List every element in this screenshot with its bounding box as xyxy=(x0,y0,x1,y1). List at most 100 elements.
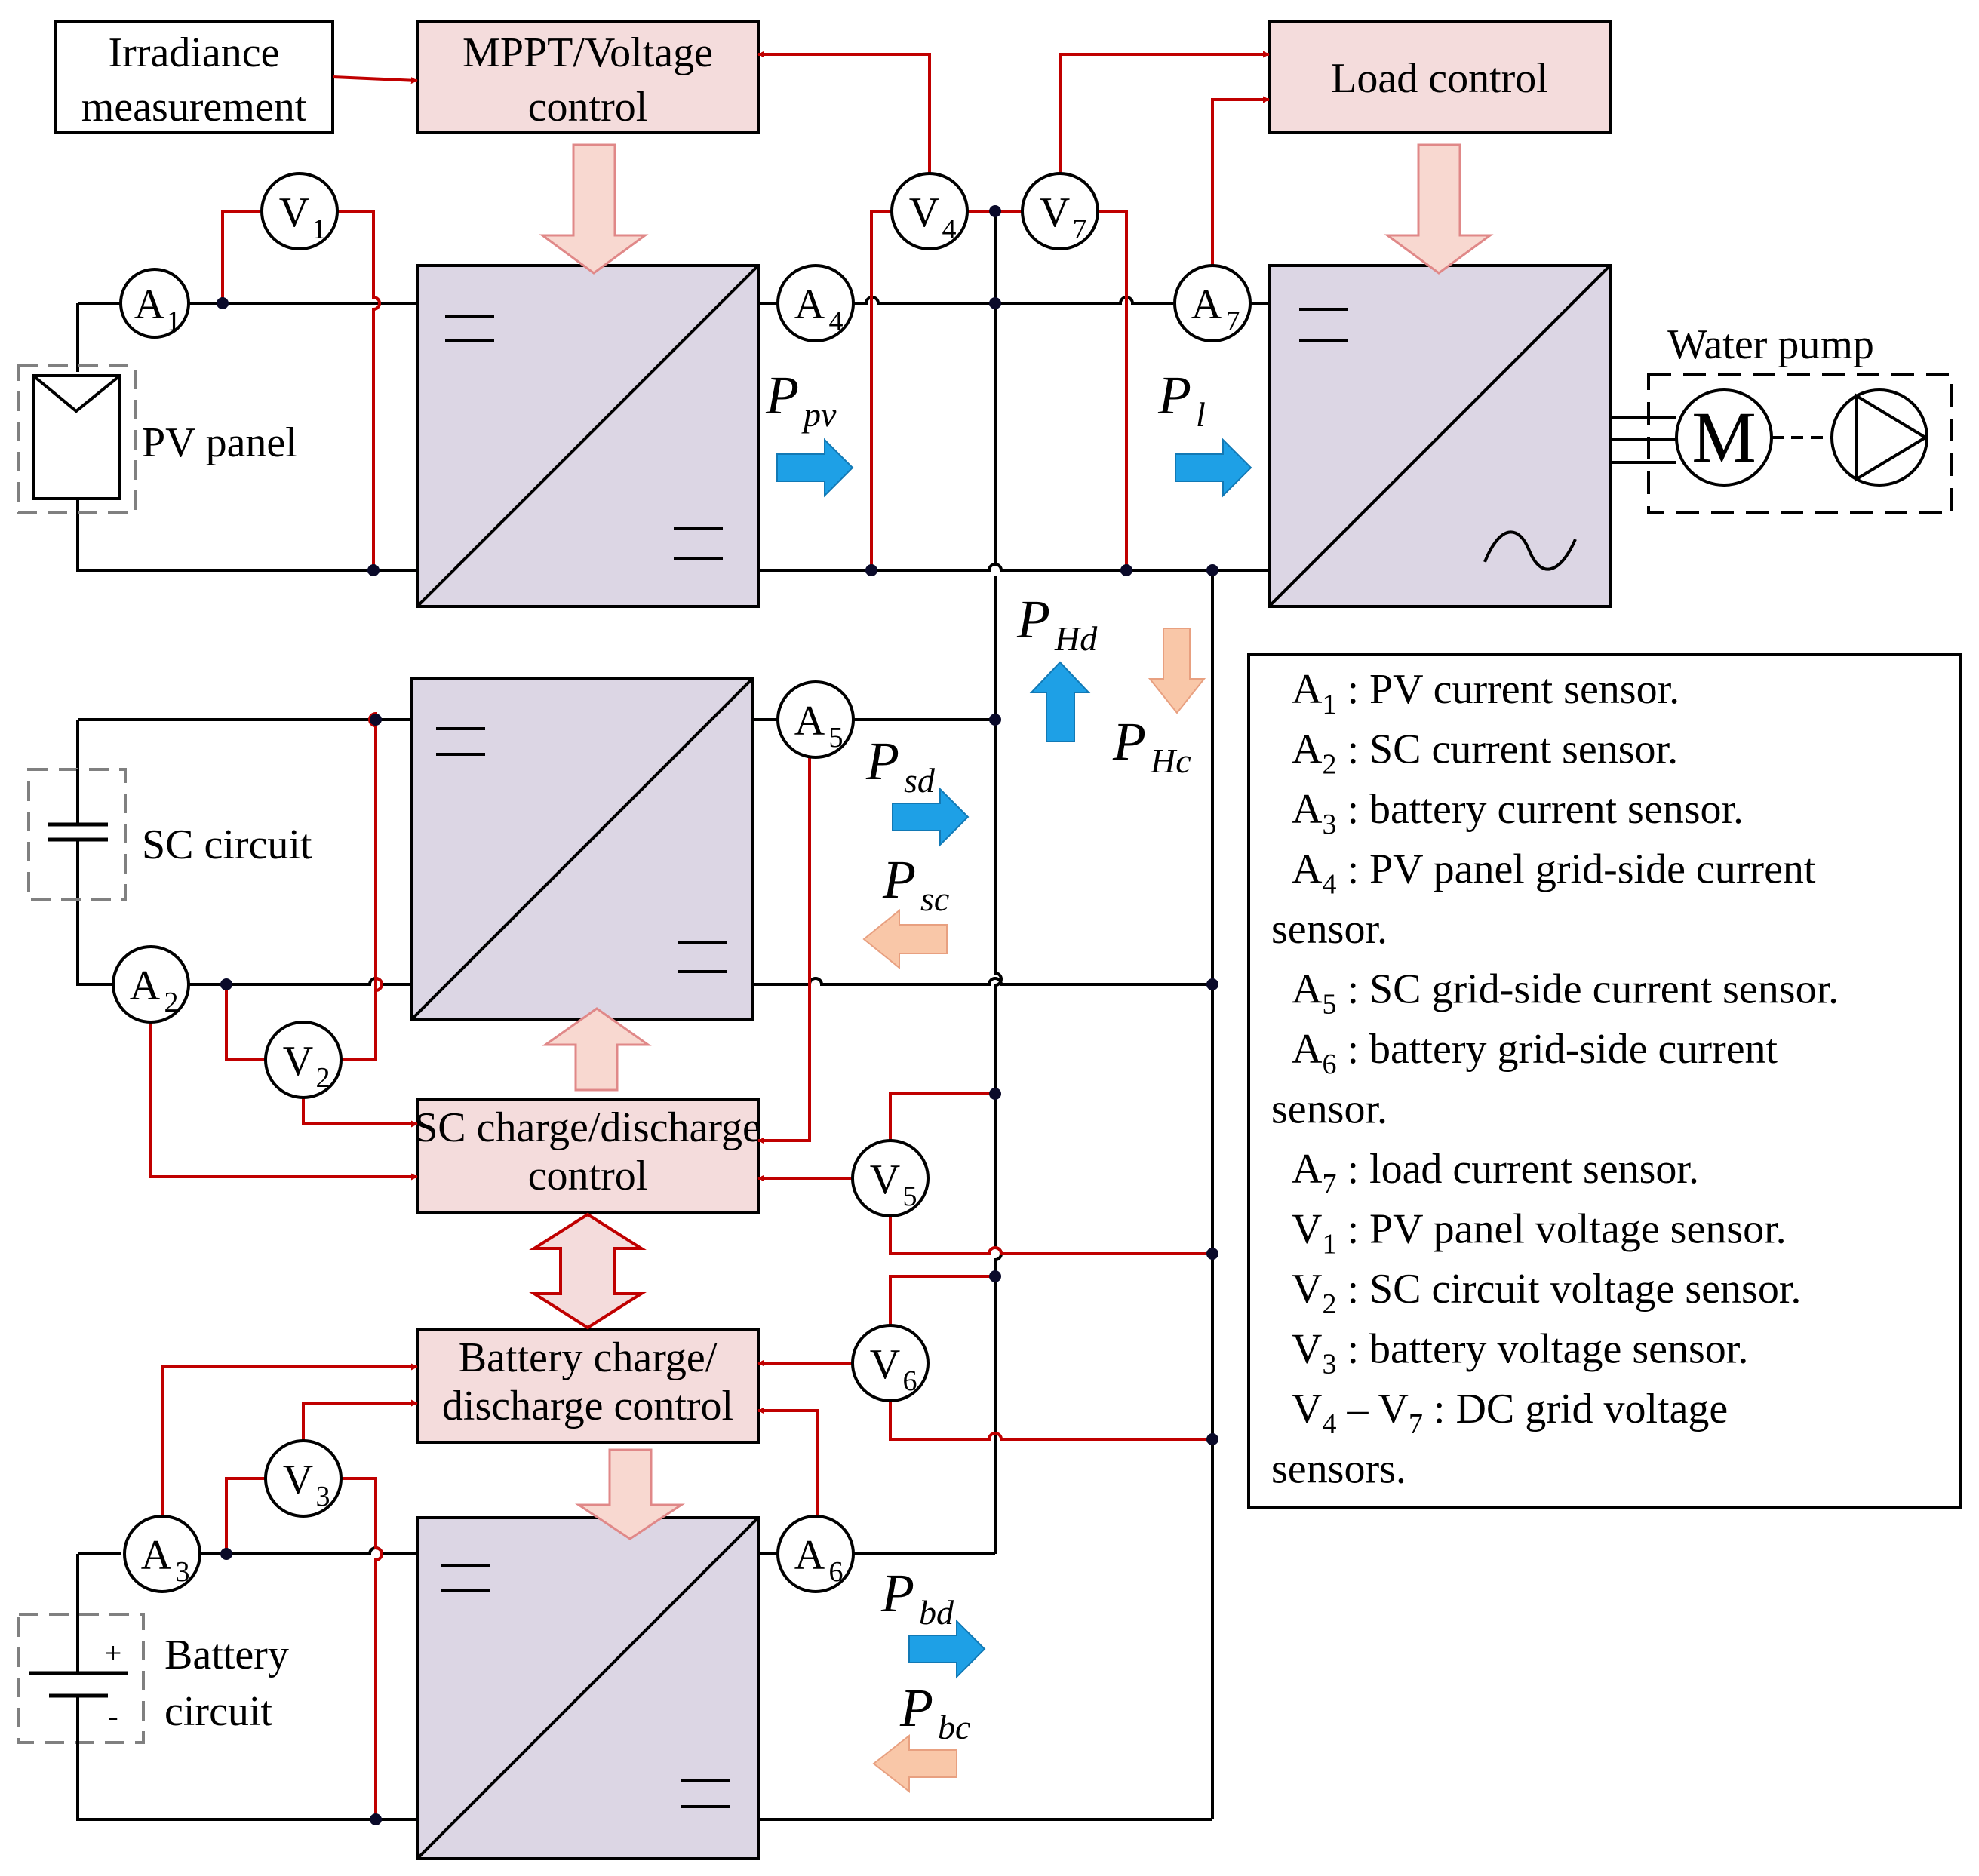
svg-text:1: 1 xyxy=(167,306,181,337)
load-control-box: Load control xyxy=(1268,20,1612,134)
discharge-arrow-icon xyxy=(892,787,970,847)
battery-command-arrow xyxy=(575,1448,685,1540)
sc-command-arrow xyxy=(542,1007,652,1092)
power-flow-ppv: P pv xyxy=(765,365,854,498)
dc-symbol-icon xyxy=(436,727,485,756)
svg-text:P: P xyxy=(882,849,916,910)
legend-row: A2 : SC current sensor. xyxy=(1292,726,1678,781)
dc-symbol-icon xyxy=(674,527,723,560)
svg-text:4: 4 xyxy=(942,213,957,245)
charge-arrow-icon xyxy=(872,1733,957,1794)
battery-icon: + - xyxy=(17,1613,145,1750)
discharge-arrow-icon xyxy=(1029,661,1091,742)
svg-text:V: V xyxy=(1040,189,1070,236)
load-dc-ac-inverter xyxy=(1268,264,1612,608)
svg-text:A: A xyxy=(794,1532,825,1579)
sensor-v6: V 6 xyxy=(851,1324,930,1402)
battery-control-label-line2: discharge control xyxy=(442,1383,733,1429)
mppt-label-line1: MPPT/Voltage xyxy=(462,29,713,76)
pv-panel-icon xyxy=(17,364,137,514)
battery-label-line1: Battery xyxy=(164,1632,289,1678)
dc-symbol-icon xyxy=(681,1779,730,1808)
svg-text:Hc: Hc xyxy=(1150,741,1191,780)
sc-battery-coordination-arrow xyxy=(529,1212,647,1330)
svg-text:3: 3 xyxy=(316,1481,330,1512)
pv-panel-label: PV panel xyxy=(142,419,297,466)
sensor-a4: A 4 xyxy=(776,264,855,342)
svg-text:V: V xyxy=(283,1457,313,1503)
svg-text:P: P xyxy=(899,1678,933,1738)
sensor-a1: A 1 xyxy=(119,268,190,339)
discharge-arrow-icon xyxy=(776,438,854,498)
svg-text:P: P xyxy=(765,365,799,425)
sensor-v7: V 7 xyxy=(1021,172,1099,250)
svg-text:A: A xyxy=(134,281,165,328)
load-command-arrow xyxy=(1384,143,1494,275)
water-pump-group: Water pump M xyxy=(1610,321,1953,514)
svg-text:A: A xyxy=(1191,281,1222,328)
capacitor-icon xyxy=(27,768,127,901)
legend-row: V1 : PV panel voltage sensor. xyxy=(1292,1206,1787,1260)
svg-text:6: 6 xyxy=(903,1365,917,1397)
svg-text:A: A xyxy=(794,698,825,745)
svg-text:4: 4 xyxy=(829,306,844,337)
svg-text:P: P xyxy=(1016,589,1050,649)
legend-row: V3 : battery voltage sensor. xyxy=(1292,1326,1748,1380)
sensor-a2: A 2 xyxy=(112,945,190,1024)
sensor-a5: A 5 xyxy=(776,680,855,759)
svg-text:sd: sd xyxy=(904,761,936,800)
legend-row: A1 : PV current sensor. xyxy=(1292,666,1679,720)
legend-row: A6 : battery grid-side current xyxy=(1292,1026,1778,1080)
svg-text:7: 7 xyxy=(1226,306,1240,337)
svg-text:2: 2 xyxy=(316,1062,330,1094)
dc-symbol-icon xyxy=(678,941,727,973)
discharge-arrow-icon xyxy=(908,1619,986,1679)
svg-text:bd: bd xyxy=(919,1593,954,1632)
sensor-a3: A 3 xyxy=(123,1515,201,1593)
svg-text:2: 2 xyxy=(164,987,179,1018)
mppt-command-arrow xyxy=(539,143,649,275)
power-flow-psc: P sc xyxy=(862,849,949,970)
svg-text:A: A xyxy=(130,963,161,1009)
svg-text:3: 3 xyxy=(176,1556,190,1588)
svg-text:bc: bc xyxy=(938,1708,970,1746)
power-flow-phc: P Hc xyxy=(1112,628,1206,780)
battery-minus-sign: - xyxy=(108,1699,118,1733)
svg-text:l: l xyxy=(1196,395,1206,434)
power-flow-phd: P Hd xyxy=(1016,589,1098,742)
battery-label-line2: circuit xyxy=(164,1688,272,1735)
water-pump-label: Water pump xyxy=(1667,321,1874,368)
svg-text:V: V xyxy=(283,1038,313,1085)
mppt-label-line2: control xyxy=(528,84,648,130)
svg-text:7: 7 xyxy=(1073,213,1087,245)
svg-text:A: A xyxy=(794,281,825,328)
irradiance-label-line2: measurement xyxy=(81,84,307,130)
irradiance-label-line1: Irradiance xyxy=(109,29,280,76)
sc-control-label-line1: SC charge/discharge xyxy=(414,1104,761,1151)
svg-text:5: 5 xyxy=(903,1181,917,1212)
battery-charge-discharge-control-box: Battery charge/ discharge control xyxy=(416,1328,760,1444)
pump-icon xyxy=(1830,388,1928,487)
svg-text:pv: pv xyxy=(801,395,837,434)
power-flow-psd: P sd xyxy=(865,731,970,847)
sensor-v3: V 3 xyxy=(264,1439,343,1518)
sensor-v4: V 4 xyxy=(890,172,969,250)
power-flow-pbc: P bc xyxy=(872,1678,970,1794)
legend-row: sensor. xyxy=(1271,1086,1387,1133)
sensor-v2: V 2 xyxy=(264,1021,343,1099)
legend-row: V2 : SC circuit voltage sensor. xyxy=(1292,1266,1801,1320)
motor-label: M xyxy=(1692,397,1756,477)
battery-dc-dc-converter xyxy=(416,1516,760,1860)
svg-text:V: V xyxy=(870,1156,900,1203)
mppt-voltage-control-box: MPPT/Voltage control xyxy=(416,20,760,134)
charge-arrow-icon xyxy=(1148,628,1206,714)
power-flow-pl: P l xyxy=(1157,365,1252,498)
sc-dc-dc-converter xyxy=(410,677,754,1021)
charge-arrow-icon xyxy=(862,908,948,970)
legend-row: A3 : battery current sensor. xyxy=(1292,786,1744,840)
dc-symbol-icon xyxy=(445,315,494,342)
sensor-v5: V 5 xyxy=(851,1139,930,1217)
battery-plus-sign: + xyxy=(105,1636,122,1670)
svg-text:V: V xyxy=(279,189,309,236)
